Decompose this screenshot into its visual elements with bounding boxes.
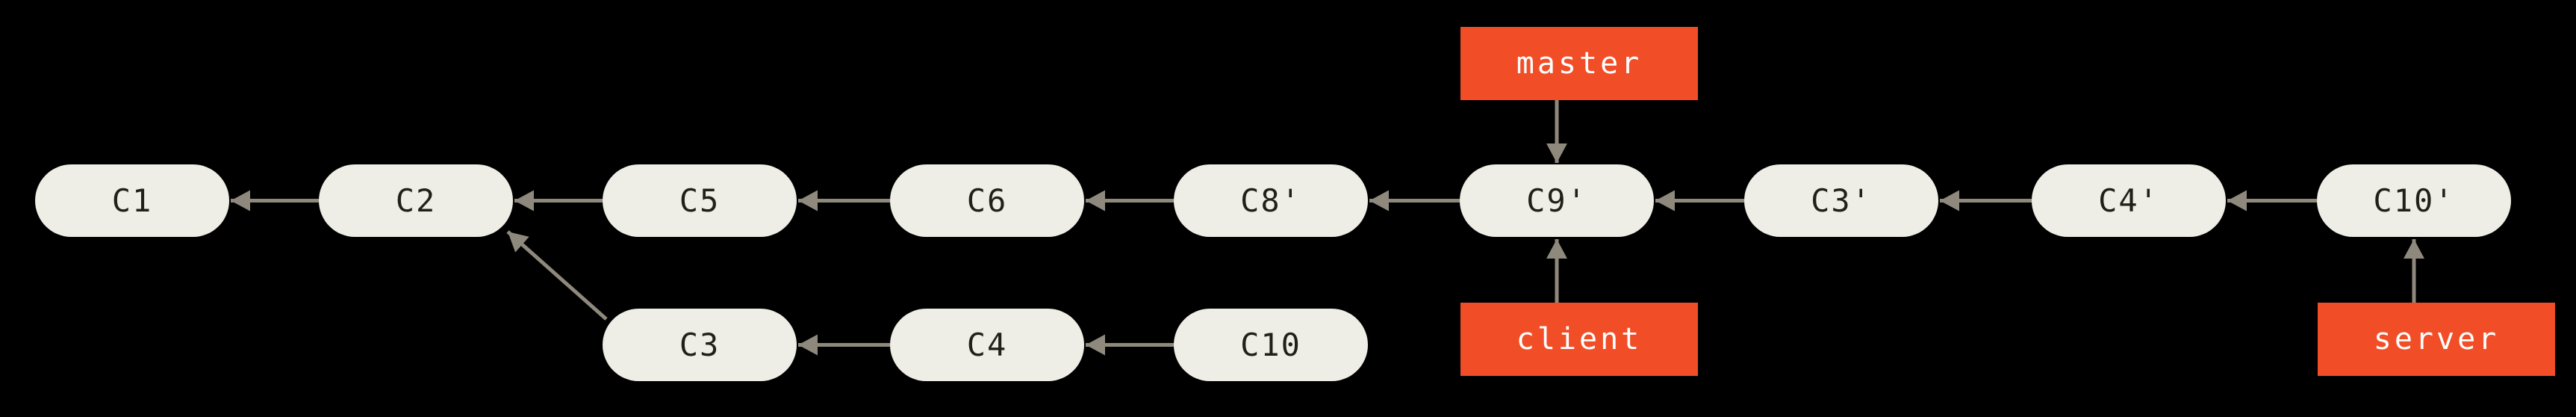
commit-node-c3-prime: C3' <box>1744 164 1938 237</box>
commit-node-c6: C6 <box>890 164 1084 237</box>
commit-node-c10: C10 <box>1174 309 1368 381</box>
commit-node-c2: C2 <box>319 164 513 237</box>
commit-node-c1: C1 <box>35 164 229 237</box>
commit-node-c10-prime: C10' <box>2317 164 2511 237</box>
branch-label-master: master <box>1460 27 1698 100</box>
edge-c3-c2 <box>506 230 608 321</box>
commit-node-c5: C5 <box>603 164 797 237</box>
commit-node-c4: C4 <box>890 309 1084 381</box>
commit-node-c8-prime: C8' <box>1174 164 1368 237</box>
branch-label-client: client <box>1460 303 1698 376</box>
commit-node-c9-prime: C9' <box>1460 164 1654 237</box>
commit-node-c3: C3 <box>603 309 797 381</box>
commit-node-c4-prime: C4' <box>2032 164 2226 237</box>
branch-label-server: server <box>2318 303 2555 376</box>
